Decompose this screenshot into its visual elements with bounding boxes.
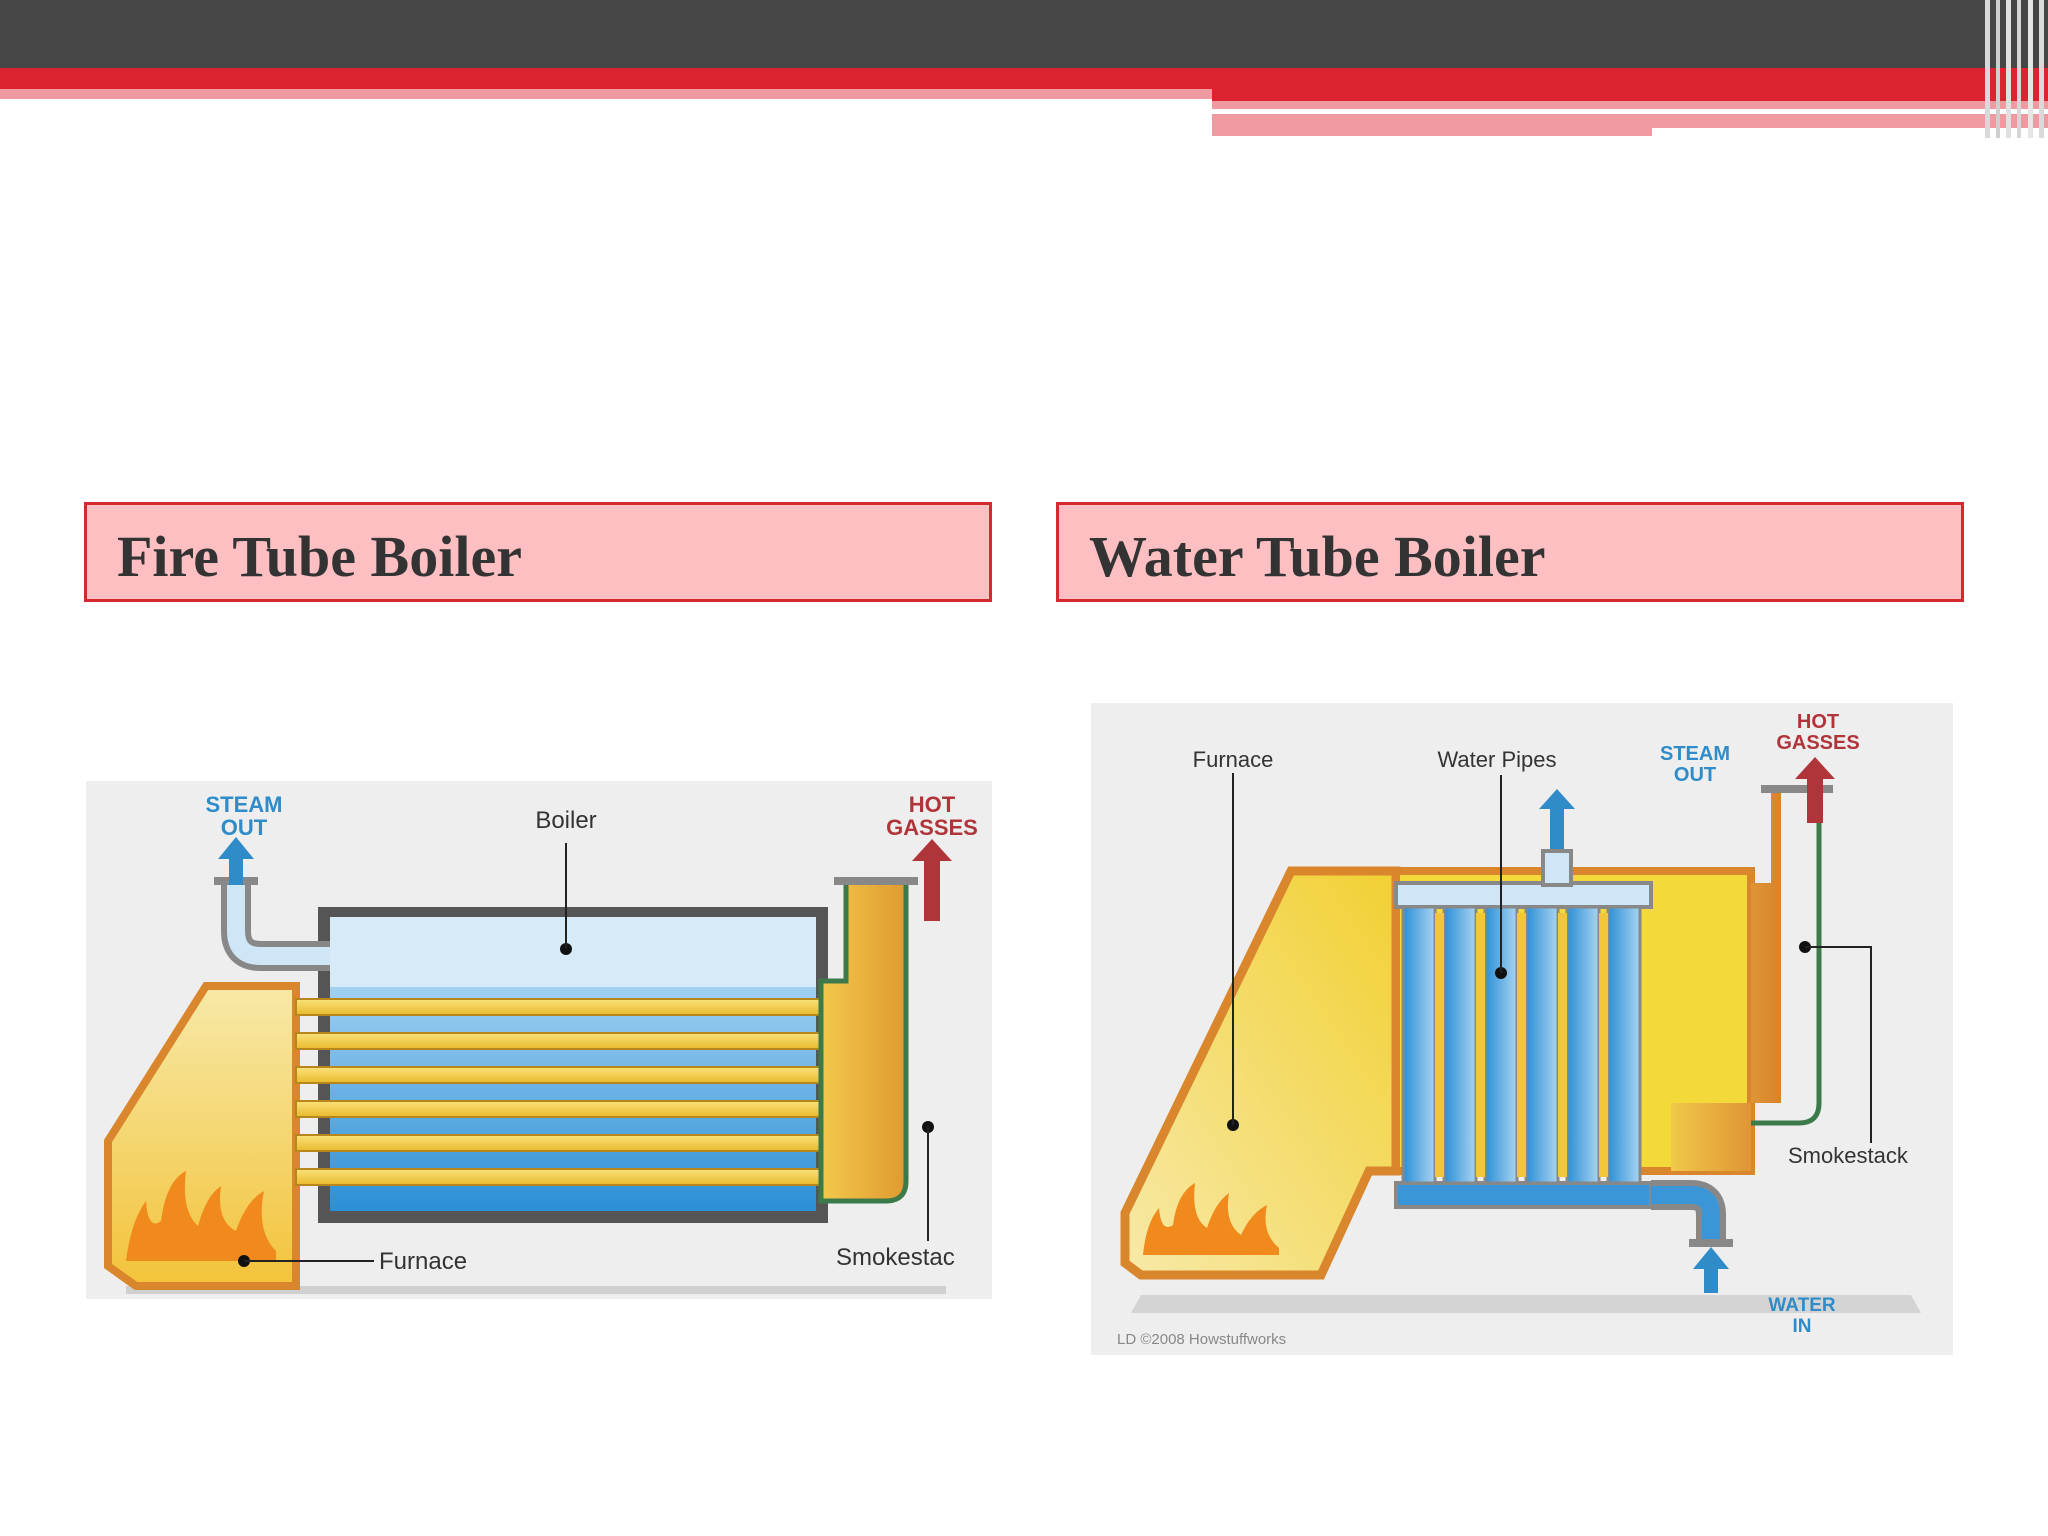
- water-ground-shadow: [1131, 1295, 1921, 1313]
- water-smokestack-label: Smokestack: [1788, 1143, 1909, 1168]
- water-steam-label-1: STEAM: [1660, 743, 1730, 765]
- fire-smokestack-label: Smokestac: [836, 1244, 955, 1271]
- water-pipes: [1401, 905, 1642, 1185]
- water-steam-label-2: OUT: [1674, 764, 1716, 786]
- water-in-label-1: WATER: [1768, 1295, 1835, 1316]
- fire-tube-title-box: Fire Tube Boiler: [84, 502, 992, 602]
- fire-steam-pipe-inner: [227, 881, 330, 965]
- header-bar: [0, 0, 2048, 138]
- water-pipe: [1401, 905, 1437, 1185]
- header-pink-stripe-lower: [1212, 114, 1652, 136]
- header-white-line: [1212, 109, 1898, 114]
- water-pipe: [1565, 905, 1601, 1185]
- fire-steam-arrow-icon: [218, 837, 254, 885]
- header-pink-stripe-right: [1212, 101, 2048, 109]
- header-pink-stripe-lower-right: [1652, 114, 2048, 128]
- fire-hot-label-1: HOT: [909, 792, 956, 817]
- fire-furnace-label: Furnace: [379, 1248, 467, 1275]
- fire-tube: [295, 1066, 907, 1084]
- water-smokestack-cap: [1761, 785, 1833, 793]
- water-lower-drum: [1394, 1181, 1653, 1209]
- water-in-pipe-cap: [1689, 1239, 1733, 1247]
- water-hot-label-1: HOT: [1797, 711, 1839, 733]
- water-gaps: [1435, 913, 1608, 1177]
- fire-tube-title: Fire Tube Boiler: [117, 524, 522, 589]
- water-pipes-label: Water Pipes: [1437, 747, 1556, 772]
- water-smokestack-outline: [1751, 789, 1822, 1126]
- fire-boiler-label: Boiler: [535, 807, 596, 834]
- water-in-label-2: IN: [1793, 1316, 1812, 1337]
- fire-tube: [295, 1168, 907, 1186]
- water-hot-label-2: GASSES: [1776, 732, 1859, 754]
- water-furnace-label: Furnace: [1193, 747, 1274, 772]
- water-smokestack: [1671, 789, 1781, 1171]
- fire-tube: [295, 1100, 907, 1118]
- water-tube-boiler-diagram: Furnace Water Pipes STEAM OUT HOT GASSES…: [1091, 703, 1953, 1355]
- fire-tube: [295, 1032, 907, 1050]
- water-credit: LD ©2008 Howstuffworks: [1117, 1331, 1286, 1348]
- fire-boiler-steam-space: [330, 917, 816, 987]
- header-red-band-right: [1212, 89, 2048, 101]
- water-pipe: [1442, 905, 1478, 1185]
- water-tube-title-box: Water Tube Boiler: [1056, 502, 1964, 602]
- header-pink-stripe-left: [0, 89, 1212, 99]
- header-corner-lines: [1985, 0, 2044, 138]
- fire-steam-label-1: STEAM: [206, 792, 283, 817]
- water-steam-arrow-icon: [1539, 789, 1575, 849]
- fire-ground-shadow: [126, 1286, 946, 1294]
- water-hot-gas-arrow-icon: [1795, 757, 1835, 823]
- fire-smokestack: [818, 878, 909, 1204]
- water-in-arrow-icon: [1693, 1247, 1729, 1293]
- water-steam-pipe: [1541, 849, 1573, 887]
- water-flame-icon: [1143, 1183, 1279, 1255]
- fire-smokestack-cap: [834, 877, 918, 885]
- header-red-band: [0, 68, 2048, 89]
- fire-steam-label-2: OUT: [221, 815, 268, 840]
- water-in-pipe-inner: [1651, 1186, 1720, 1243]
- fire-hot-label-2: GASSES: [886, 815, 978, 840]
- fire-tube: [295, 998, 907, 1016]
- fire-hot-gas-arrow-icon-shape: [912, 839, 952, 921]
- water-pipe: [1606, 905, 1642, 1185]
- header-dark-band: [0, 0, 2048, 68]
- water-smokestack-leader: [1805, 946, 1872, 1143]
- fire-tube-boiler-diagram: STEAM OUT Boiler HOT GASSES Furnace Smok…: [86, 781, 992, 1299]
- fire-tube: [295, 1134, 907, 1152]
- fire-flame-icon: [126, 1171, 276, 1261]
- water-pipe: [1524, 905, 1560, 1185]
- water-upper-drum: [1394, 881, 1653, 909]
- water-tube-title: Water Tube Boiler: [1089, 524, 1546, 589]
